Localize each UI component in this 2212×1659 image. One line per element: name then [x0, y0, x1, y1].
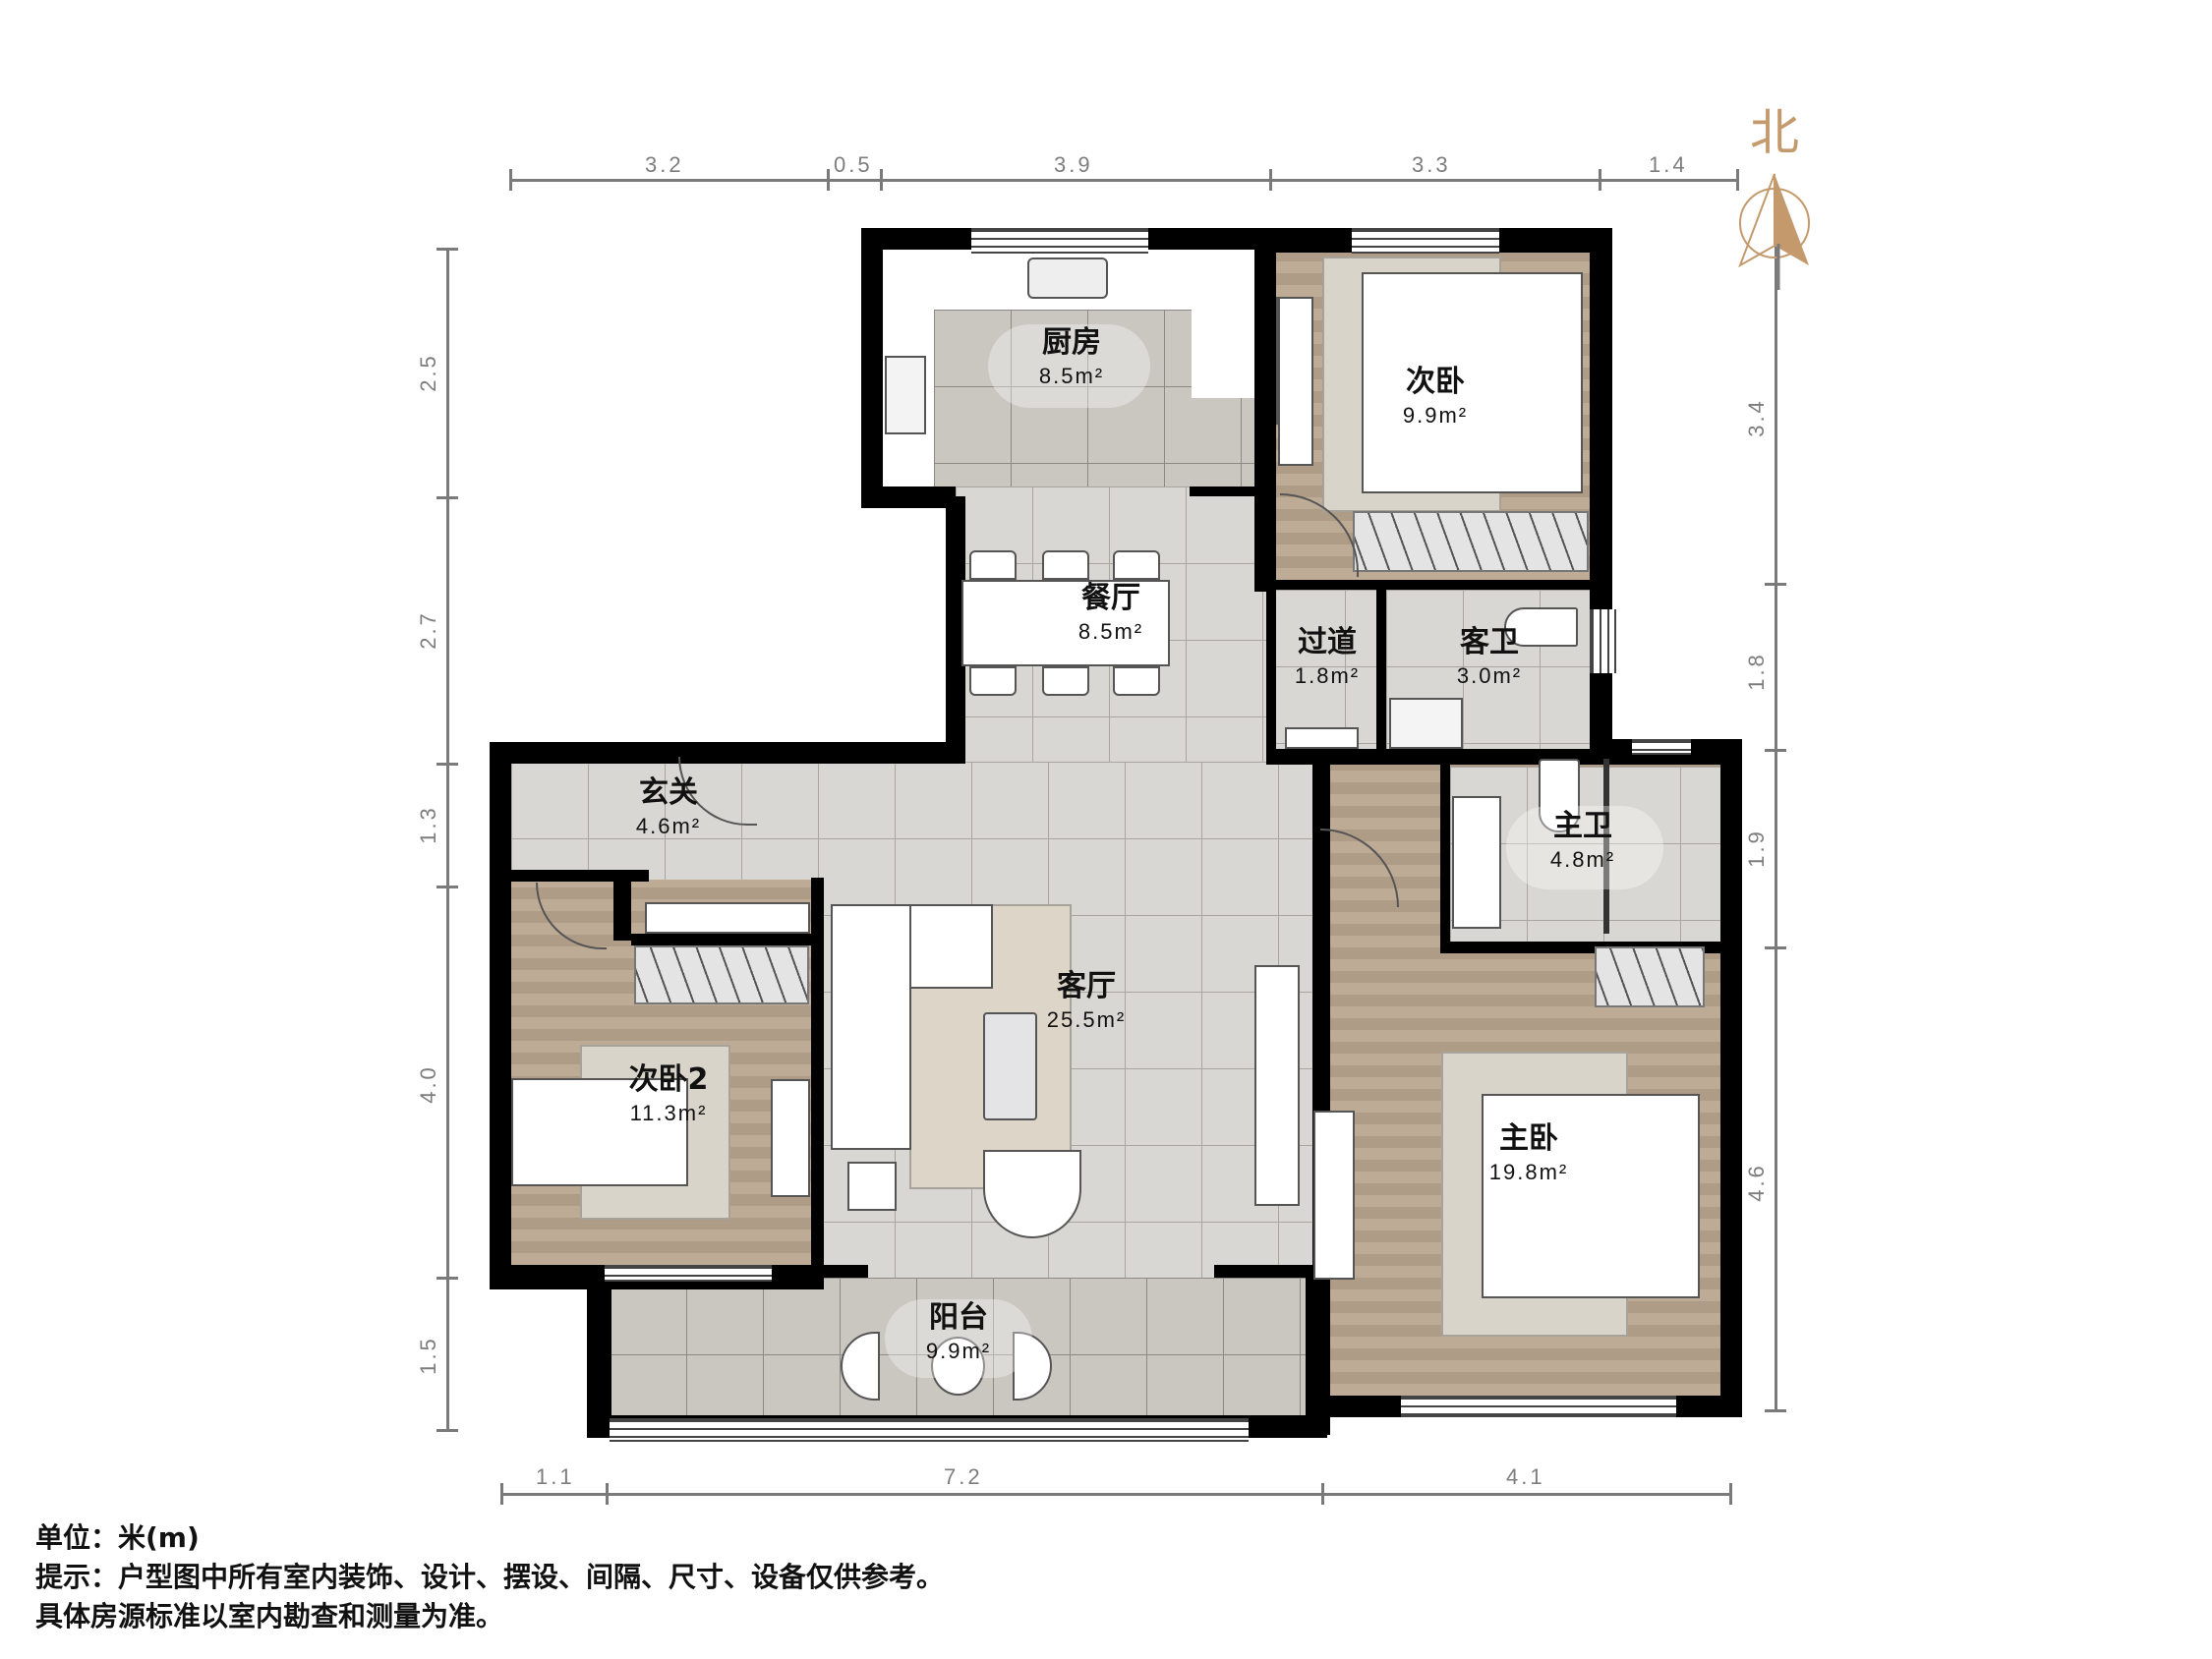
dim-right-1: 3.4 [1743, 398, 1769, 437]
dining-table [961, 580, 1170, 666]
dim-bottom-2: 7.2 [944, 1464, 983, 1489]
dining-chair [1113, 550, 1160, 580]
north-compass: 北 [1730, 93, 1819, 290]
bedroom2-bed [511, 1078, 688, 1186]
room-dining: 餐厅 8.5m² [1077, 581, 1144, 644]
dim-top-5: 1.4 [1649, 152, 1688, 177]
room-balcony: 阳台 9.9m² [925, 1300, 992, 1363]
room-master-bedroom: 主卧 19.8m² [1488, 1121, 1569, 1184]
master-wardrobe [1595, 946, 1705, 1007]
disclaimer-note: 提示：户型图中所有室内装饰、设计、摆设、间隔、尺寸、设备仅供参考。 [35, 1561, 945, 1593]
corridor-floor [1268, 590, 1381, 752]
guest-bath-floor [1386, 590, 1604, 752]
disclaimer-note-2: 具体房源标准以室内勘查和测量为准。 [35, 1600, 504, 1632]
bedroom2-wardrobe [634, 945, 809, 1004]
entrance-shoe-cabinet [645, 902, 810, 934]
shower-glass [1603, 759, 1609, 934]
dim-left-3: 1.3 [415, 805, 440, 844]
master-bed [1482, 1094, 1700, 1298]
guest-bath-toilet [1504, 607, 1578, 647]
room-bedroom2: 次卧2 11.3m² [628, 1062, 709, 1125]
room-corridor: 过道 1.8m² [1294, 625, 1361, 688]
dining-chair [969, 666, 1017, 696]
tv-cabinet [1254, 965, 1300, 1206]
kitchen-stove [885, 356, 926, 434]
dim-bottom-3: 4.1 [1506, 1464, 1545, 1489]
dim-left-5: 1.5 [415, 1336, 440, 1375]
balcony-window [610, 1418, 1249, 1442]
dining-chair [969, 550, 1017, 580]
master-desk [1313, 1111, 1355, 1280]
room-guest-bath: 客卫 3.0m² [1456, 625, 1523, 688]
dim-bottom-1: 1.1 [536, 1464, 575, 1489]
master-bedroom-window [1401, 1396, 1676, 1417]
unit-note: 单位：米(m) [35, 1521, 200, 1554]
room-master-bath: 主卫 4.8m² [1549, 809, 1616, 872]
footer-notes: 单位：米(m) 提示：户型图中所有室内装饰、设计、摆设、间隔、尺寸、设备仅供参考… [35, 1518, 944, 1636]
room-entrance: 玄关 4.6m² [635, 775, 702, 838]
dim-left-2: 2.7 [415, 610, 440, 650]
bedroom-north-tv-cabinet [1278, 297, 1313, 466]
balcony-table [931, 1337, 985, 1396]
bedroom2-window [605, 1265, 772, 1282]
dim-left-1: 2.5 [415, 353, 440, 392]
master-bath-vanity [1452, 796, 1501, 929]
room-kitchen: 厨房 8.5m² [1038, 325, 1105, 388]
kitchen-window [971, 228, 1148, 254]
corridor-cabinet [1285, 727, 1359, 749]
guest-bath-sink [1389, 698, 1463, 749]
master-bath-toilet [1539, 759, 1580, 832]
dining-chair [1113, 666, 1160, 696]
dining-chair [1042, 666, 1089, 696]
bedroom-north-wardrobe [1353, 511, 1589, 572]
room-bedroom-north: 次卧 9.9m² [1402, 365, 1469, 428]
room-living: 客厅 25.5m² [1046, 969, 1127, 1032]
dim-right-3: 1.9 [1743, 829, 1769, 868]
bedroom-north-bed [1362, 272, 1583, 493]
dim-top-4: 3.3 [1412, 152, 1451, 177]
north-label: 北 [1750, 104, 1799, 161]
coffee-table [983, 1012, 1037, 1120]
dim-right-2: 1.8 [1743, 652, 1769, 691]
dim-left-4: 4.0 [415, 1064, 440, 1104]
master-bath-window [1632, 739, 1691, 755]
kitchen-sink [1027, 257, 1108, 299]
bedroom2-desk [771, 1079, 810, 1197]
bedroom-north-window [1352, 228, 1499, 254]
dining-chair [1042, 550, 1089, 580]
guest-bath-window [1590, 609, 1616, 673]
armchair [983, 1150, 1081, 1238]
dim-top-2: 0.5 [834, 152, 873, 177]
north-arrow-icon [1738, 173, 1810, 290]
side-table [847, 1162, 897, 1211]
dim-top-1: 3.2 [645, 152, 684, 177]
dim-right-4: 4.6 [1743, 1163, 1769, 1202]
dim-top-3: 3.9 [1054, 152, 1093, 177]
sofa-l-shape-side [831, 904, 911, 1150]
